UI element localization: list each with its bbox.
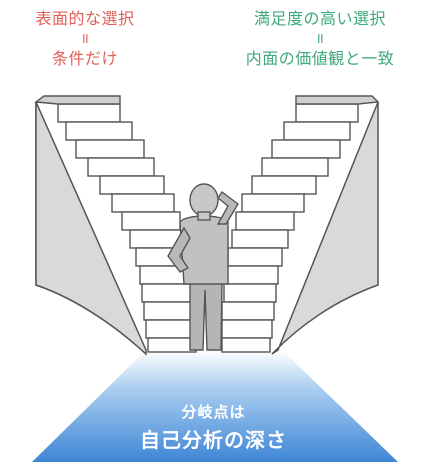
left-stair-side	[35, 101, 147, 356]
bottom-label-main: 自己分析の深さ	[140, 428, 287, 452]
right-stair-wall	[271, 101, 379, 355]
right-choice-title: 満足度の高い選択	[253, 9, 386, 28]
left-choice-label: 表面的な選択 ॥ 条件だけ	[10, 8, 160, 70]
right-choice-label: 満足度の高い選択 ॥ 内面の価値観と一致	[220, 8, 420, 70]
right-choice-description: 内面の価値観と一致	[245, 49, 395, 68]
bottom-label-small: 分岐点は	[181, 403, 246, 421]
right-steps	[221, 103, 359, 353]
right-equals-sign: ॥	[315, 31, 325, 47]
left-choice-description: 条件だけ	[51, 49, 118, 68]
path-gradient	[32, 350, 398, 462]
left-equals-sign: ॥	[80, 31, 90, 47]
left-choice-title: 表面的な選択	[35, 9, 135, 28]
thinking-person-figure	[167, 183, 239, 351]
